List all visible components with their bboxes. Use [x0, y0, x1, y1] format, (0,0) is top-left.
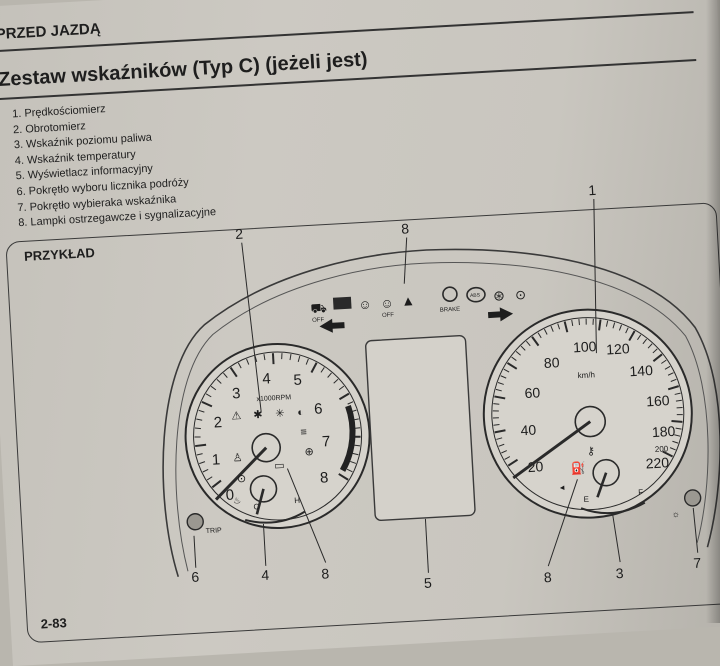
tach-number-3: 3 [232, 385, 241, 402]
speedometer: 20 40 60 80 100 120 140 160 180 200 220 … [478, 304, 697, 523]
brightness-icon: ☼ [671, 509, 680, 519]
master-warning-icon: ▲ [401, 292, 416, 309]
trip-knob-label: TRIP [206, 527, 223, 535]
coolant-temp-icon: ♨ [233, 495, 242, 505]
dial-tick [586, 319, 587, 325]
dial-tick [677, 414, 683, 415]
tach-number-2: 2 [213, 414, 222, 431]
callout-8-top: 8 [401, 220, 410, 236]
speed-number-40: 40 [520, 422, 537, 439]
fuel-pump-icon: ⛽ [570, 461, 586, 476]
page-number: 2-83 [40, 615, 67, 631]
speed-number-60: 60 [524, 384, 541, 401]
callout-4: 4 [261, 567, 270, 583]
tachometer: 0 1 2 3 4 5 6 7 8 x1000RPM ⚠ ✱ ✳ ◐ ≡ ⊕ ♙… [181, 339, 375, 533]
meter-selector-knob [684, 490, 701, 507]
tire-pressure-icon: ⊛ [493, 287, 506, 304]
esp-off-label: OFF [312, 317, 325, 324]
callout-5: 5 [424, 575, 433, 591]
dial-tick [493, 410, 499, 411]
callout-7: 7 [693, 555, 702, 571]
trip-selector-knob [187, 513, 204, 530]
callout-1: 1 [588, 182, 597, 198]
power-steering-icon: ⊙ [515, 287, 527, 303]
speed-number-160: 160 [646, 392, 670, 409]
headlight-icon: ≡ [300, 426, 307, 438]
speed-number-180: 180 [651, 423, 675, 440]
parking-light-icon: ◐ [297, 407, 304, 419]
book-spine-shadow [706, 0, 720, 623]
assist-off-label: OFF [382, 312, 395, 319]
temp-cold-label: C [253, 502, 259, 511]
speed-number-120: 120 [606, 340, 630, 357]
callout-2: 2 [235, 226, 244, 242]
battery-icon: ▭ [274, 460, 285, 473]
information-display [365, 335, 475, 520]
lane-departure-icon [333, 297, 352, 310]
esp-off-icon: ⛟ [310, 300, 327, 316]
tach-number-6: 6 [314, 400, 323, 417]
dial-tick [195, 445, 206, 446]
tach-number-1: 1 [211, 451, 220, 468]
speed-number-200: 200 [655, 444, 669, 454]
tach-number-5: 5 [293, 372, 302, 389]
oil-pressure-icon: ⊙ [237, 473, 247, 485]
rear-fog-icon: ⊕ [304, 446, 314, 458]
engine-check-icon: ⚠ [231, 410, 242, 423]
fuel-full-label: F [638, 488, 643, 497]
dial-tick [281, 353, 282, 359]
tach-number-7: 7 [321, 433, 330, 450]
callout-8-left: 8 [321, 565, 330, 581]
callout-3: 3 [615, 565, 624, 581]
fog-light-icon: ✳ [275, 408, 285, 420]
airbag-icon: ♙ [232, 452, 243, 465]
speed-number-100: 100 [573, 338, 597, 355]
dial-tick [579, 319, 580, 325]
fuel-empty-label: E [583, 495, 589, 504]
brake-label: BRAKE [440, 307, 461, 314]
speed-unit-label: km/h [577, 370, 595, 380]
assist-off-icon: ☺ [380, 295, 394, 311]
warning-lamp-row: ⛟ OFF ☺ ☺ OFF ▲ BRAKE ABS ⊛ ⊙ [310, 283, 528, 334]
dial-tick [195, 437, 201, 438]
callout-8-right: 8 [543, 569, 552, 585]
dial-tick [593, 319, 594, 325]
abs-label: ABS [470, 292, 481, 299]
tach-number-8: 8 [320, 469, 329, 486]
brake-warning-icon [443, 287, 458, 302]
immobilizer-key-icon: ⚷ [587, 445, 596, 457]
turn-right-arrow-icon [488, 307, 514, 322]
speed-number-80: 80 [543, 354, 560, 371]
driver-assist-icon: ☺ [358, 297, 372, 313]
speed-number-220: 220 [645, 454, 669, 471]
tach-number-4: 4 [262, 370, 271, 387]
dial-tick [273, 353, 274, 364]
speed-number-140: 140 [629, 362, 653, 379]
callout-6: 6 [191, 569, 200, 585]
